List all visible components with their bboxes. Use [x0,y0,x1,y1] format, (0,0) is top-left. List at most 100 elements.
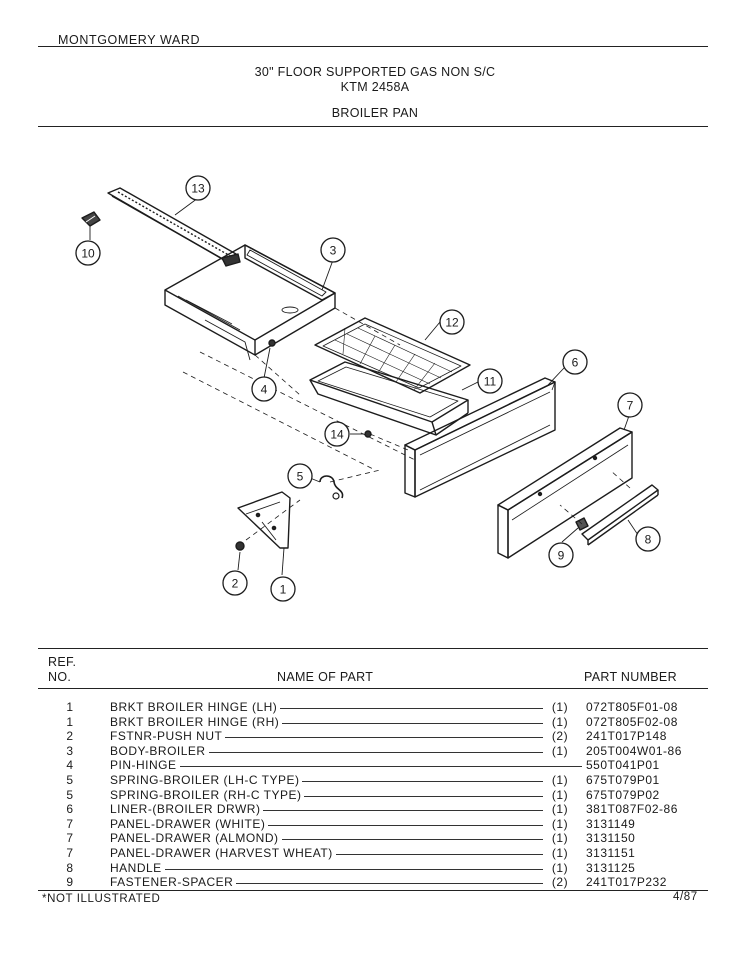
ref-number: 9 [66,875,74,890]
part-number: 675T079P01 [586,773,660,787]
part-name: SPRING-BROILER (LH-C TYPE) [110,773,300,787]
part-name: FSTNR-PUSH NUT [110,729,223,744]
part-name: PANEL-DRAWER (ALMOND) [110,831,279,846]
ref-number: 7 [66,846,74,860]
ref-number: 2 [66,729,74,744]
part-name: LINER-(BROILER DRWR) [110,802,261,817]
table-row: 1 BRKT BROILER HINGE (RH) (1) 072T805F02-08 [0,715,750,730]
part-5-spring [319,475,344,500]
table-top-rule [38,648,708,649]
part-number: 3131125 [586,860,636,875]
table-row: 2 FSTNR-PUSH NUT (2) 241T017P148 [0,729,750,744]
callout-2: 2 [222,570,248,596]
brand-name: MONTGOMERY WARD [58,33,201,47]
part-number: 550T041P01 [586,758,660,773]
leader-line [236,883,543,885]
callout-4: 4 [251,376,277,402]
leader-line [282,839,543,841]
callout-12: 12 [439,309,465,335]
quantity: (1) [551,846,569,860]
ref-number: 5 [66,773,74,787]
leader-line [282,722,543,724]
leader-line [180,766,582,768]
svg-text:7: 7 [627,399,634,413]
callout-10: 10 [75,240,101,266]
part-name: BRKT BROILER HINGE (RH) [110,714,280,729]
part-number: 3131151 [586,846,636,860]
parts-list: 1 BRKT BROILER HINGE (LH) (1) 072T805F01-08… [0,700,750,895]
part-name: HANDLE [110,860,162,875]
col-name-label: NAME OF PART [277,670,374,684]
col-part-label: PART NUMBER [584,670,677,684]
part-number: 072T805F02-08 [586,714,678,729]
ref-number: 5 [66,787,74,802]
callout-7: 7 [617,392,643,418]
part-name: FASTENER-SPACER [110,875,234,890]
svg-text:14: 14 [330,428,344,442]
leader-line [165,868,543,870]
callout-11: 11 [477,368,503,394]
part-name: PANEL-DRAWER (WHITE) [110,816,266,831]
model-number: KTM 2458A [340,80,410,94]
quantity: (1) [551,743,569,758]
footer-rule [38,890,708,891]
quantity: (2) [551,729,569,744]
part-4-pin [268,339,276,347]
broiler-pan-diagram: 13 10 3 12 4 6 11 7 14 5 8 9 21 [75,175,661,602]
ref-number: 3 [66,743,74,758]
ref-number: 8 [66,860,74,875]
part-name: BRKT BROILER HINGE (LH) [110,700,278,714]
quantity: (1) [551,860,569,875]
col-no-label: NO. [48,670,72,684]
svg-text:13: 13 [191,182,205,196]
svg-text:11: 11 [484,375,497,389]
part-11-pan [309,361,469,436]
table-row: 9 FASTENER-SPACER (2) 241T017P232 [0,875,750,890]
quantity: (1) [551,773,569,787]
leader-line [209,751,543,753]
callout-14: 14 [324,421,350,447]
part-number: 241T017P148 [586,729,667,744]
part-7-panel [497,427,633,559]
quantity: (1) [551,714,569,729]
callout-3: 3 [320,237,346,263]
part-13-rail [107,187,241,267]
ref-number: 1 [66,714,74,729]
ref-number: 6 [66,802,74,817]
part-6-liner [404,377,556,498]
callout-9: 9 [548,542,574,568]
part-1-hinge [237,491,291,549]
quantity: (2) [551,875,569,890]
callout-5: 5 [287,463,313,489]
section-title: BROILER PAN [331,106,419,120]
leader-line [304,795,543,797]
part-number: 675T079P02 [586,787,660,802]
part-3-body [164,244,336,361]
part-number: 241T017P232 [586,875,667,890]
quantity: (1) [551,831,569,846]
svg-text:6: 6 [572,356,579,370]
leader-line [302,781,543,782]
col-ref-label: REF. [48,655,77,669]
header-rule [38,46,708,47]
part-2-pushnut [235,541,245,551]
ref-number: 4 [66,758,74,773]
quantity: (1) [551,802,569,817]
callout-1: 1 [270,576,296,602]
quantity: (1) [551,787,569,802]
ref-number: 7 [66,831,74,846]
svg-text:3: 3 [330,244,337,258]
callout-13: 13 [185,175,211,201]
part-number: 381T087F02-86 [586,802,678,817]
callout-8: 8 [635,526,661,552]
svg-text:10: 10 [81,247,95,261]
part-10-clip [81,211,101,227]
part-number: 072T805F01-08 [586,700,678,714]
ref-number: 1 [66,700,74,714]
callout-6: 6 [562,349,588,375]
